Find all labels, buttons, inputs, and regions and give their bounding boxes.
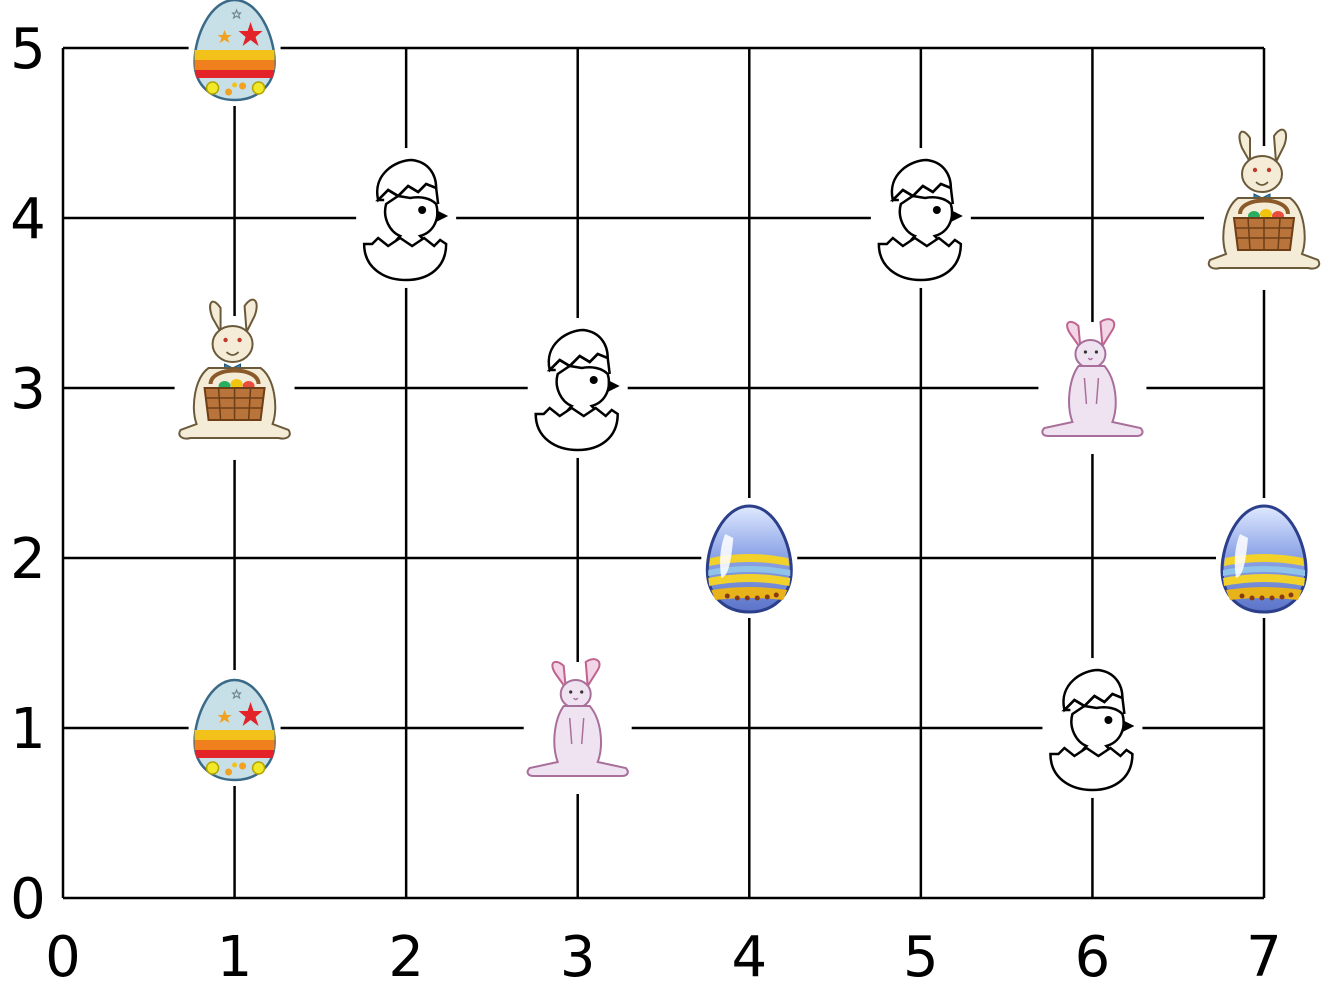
star-easter-egg-icon bbox=[189, 670, 281, 786]
y-axis-tick-labels: 0 1 2 3 4 5 bbox=[10, 17, 46, 932]
y-tick-label: 1 bbox=[10, 697, 46, 762]
hatching-chick-icon bbox=[871, 148, 971, 288]
pink-bunny-icon bbox=[524, 659, 632, 794]
x-tick-label: 0 bbox=[45, 925, 81, 985]
y-tick-label: 4 bbox=[10, 187, 46, 252]
bunny-with-basket-icon bbox=[1204, 130, 1324, 290]
x-tick-label: 7 bbox=[1246, 925, 1282, 985]
bunny-with-basket-icon bbox=[175, 300, 295, 460]
y-tick-label: 0 bbox=[10, 867, 46, 932]
striped-blue-egg-icon bbox=[1216, 498, 1312, 618]
striped-blue-egg-icon bbox=[701, 498, 797, 618]
pink-bunny-icon bbox=[1038, 319, 1146, 454]
y-tick-label: 5 bbox=[10, 17, 46, 82]
x-tick-label: 6 bbox=[1075, 925, 1111, 985]
hatching-chick-icon bbox=[1042, 658, 1142, 798]
star-easter-egg-icon bbox=[189, 0, 281, 106]
hatching-chick-icon bbox=[356, 148, 456, 288]
y-tick-label: 2 bbox=[10, 527, 46, 592]
x-tick-label: 4 bbox=[731, 925, 767, 985]
hatching-chick-icon bbox=[528, 318, 628, 458]
y-tick-label: 3 bbox=[10, 357, 46, 422]
x-axis-tick-labels: 0 1 2 3 4 5 6 7 bbox=[45, 925, 1282, 985]
x-tick-label: 2 bbox=[388, 925, 424, 985]
x-tick-label: 5 bbox=[903, 925, 939, 985]
x-tick-label: 1 bbox=[217, 925, 253, 985]
x-tick-label: 3 bbox=[560, 925, 596, 985]
